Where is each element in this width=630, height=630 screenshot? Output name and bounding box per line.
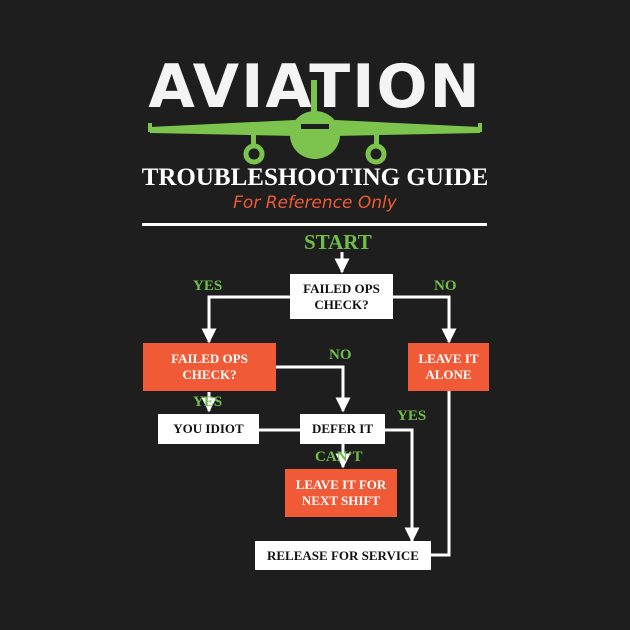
airplane-icon — [148, 80, 482, 165]
yes-label-1: YES — [193, 278, 223, 294]
no-label-1: NO — [434, 278, 457, 294]
tagline: For Reference Only — [233, 193, 397, 213]
next-shift-box: LEAVE IT FOR NEXT SHIFT — [285, 469, 397, 517]
ops-check-question-1: FAILED OPS CHECK? — [290, 274, 393, 319]
you-idiot-box: YOU IDIOT — [158, 414, 259, 444]
yes-label-3: YES — [397, 408, 427, 424]
subtitle: TROUBLESHOOTING GUIDE — [141, 164, 489, 191]
release-for-service-box: RELEASE FOR SERVICE — [255, 541, 431, 570]
divider — [142, 223, 487, 226]
ops-check-question-2: FAILED OPS CHECK? — [143, 343, 276, 391]
leave-it-alone-box: LEAVE IT ALONE — [408, 343, 489, 391]
start-label: START — [304, 230, 372, 254]
defer-it-box: DEFER IT — [300, 414, 385, 444]
cant-label: CAN’T — [315, 449, 363, 465]
yes-label-2: YES — [193, 394, 223, 410]
no-label-2: NO — [329, 347, 352, 363]
